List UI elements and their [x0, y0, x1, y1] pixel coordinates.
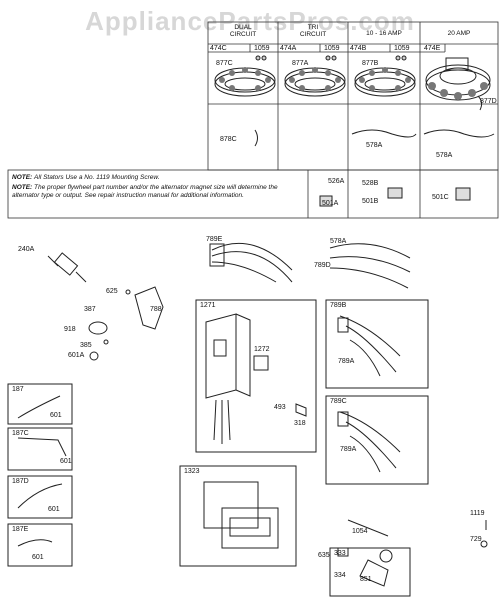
part-601-a: 601: [50, 412, 62, 419]
note-1-text: All Stators Use a No. 1119 Mounting Scre…: [34, 174, 160, 181]
note-2: NOTE: The proper flywheel part number an…: [12, 184, 302, 200]
part-788: 788: [150, 306, 162, 313]
part-240A: 240A: [18, 246, 35, 253]
part-877C: 877C: [216, 60, 233, 67]
cell-1059-a: 1059: [254, 45, 270, 52]
header-tri-circuit: TRI CIRCUIT: [299, 24, 327, 38]
watermark: AppliancePartsPros.com: [85, 6, 415, 36]
part-601-c: 601: [48, 506, 60, 513]
part-789B: 789B: [330, 302, 347, 309]
part-578A-c: 578A: [330, 238, 347, 245]
part-528B: 528B: [362, 180, 379, 187]
part-187: 187: [12, 386, 24, 393]
part-1272: 1272: [254, 346, 270, 353]
part-635: 635: [318, 552, 330, 559]
part-1054: 1054: [352, 528, 368, 535]
part-501A: 501A: [322, 200, 339, 207]
part-318: 318: [294, 420, 306, 427]
cell-474B: 474B: [350, 45, 367, 52]
part-878C: 878C: [220, 136, 237, 143]
part-851: 851: [360, 576, 372, 583]
part-918: 918: [64, 326, 76, 333]
part-578A-b: 578A: [436, 152, 453, 159]
part-333: 333: [334, 550, 346, 557]
part-387: 387: [84, 306, 96, 313]
part-789D: 789D: [314, 262, 331, 269]
part-501C: 501C: [432, 194, 449, 201]
header-20-amp: 20 AMP: [447, 30, 471, 37]
part-877A: 877A: [292, 60, 309, 67]
cell-474A: 474A: [280, 45, 297, 52]
note-1: NOTE: All Stators Use a No. 1119 Mountin…: [12, 174, 302, 182]
part-385: 385: [80, 342, 92, 349]
part-187E: 187E: [12, 526, 29, 533]
part-789A-a: 789A: [338, 358, 355, 365]
part-601-d: 601: [32, 554, 44, 561]
part-877B: 877B: [362, 60, 379, 67]
part-789C: 789C: [330, 398, 347, 405]
part-1271: 1271: [200, 302, 216, 309]
part-187C: 187C: [12, 430, 29, 437]
part-493: 493: [274, 404, 286, 411]
header-dual-circuit: DUAL CIRCUIT: [229, 24, 257, 38]
cell-1059-b: 1059: [324, 45, 340, 52]
note-2-text: The proper flywheel part number and/or t…: [12, 184, 278, 199]
cell-474C: 474C: [210, 45, 227, 52]
part-501B: 501B: [362, 198, 379, 205]
part-601-b: 601: [60, 458, 72, 465]
part-877D: 877D: [480, 98, 497, 105]
part-601A: 601A: [68, 352, 85, 359]
header-10-16-amp: 10 - 16 AMP: [366, 30, 402, 37]
part-526A: 526A: [328, 178, 345, 185]
cell-1059-c: 1059: [394, 45, 410, 52]
cell-474E: 474E: [424, 45, 441, 52]
part-1323: 1323: [184, 468, 200, 475]
part-187D: 187D: [12, 478, 29, 485]
part-578A-a: 578A: [366, 142, 383, 149]
part-1119: 1119: [470, 510, 485, 517]
part-625: 625: [106, 288, 118, 295]
part-334: 334: [334, 572, 346, 579]
note-2-label: NOTE:: [12, 184, 33, 191]
part-789A-b: 789A: [340, 446, 357, 453]
part-789E: 789E: [206, 236, 223, 243]
note-1-label: NOTE:: [12, 174, 33, 181]
part-729: 729: [470, 536, 482, 543]
